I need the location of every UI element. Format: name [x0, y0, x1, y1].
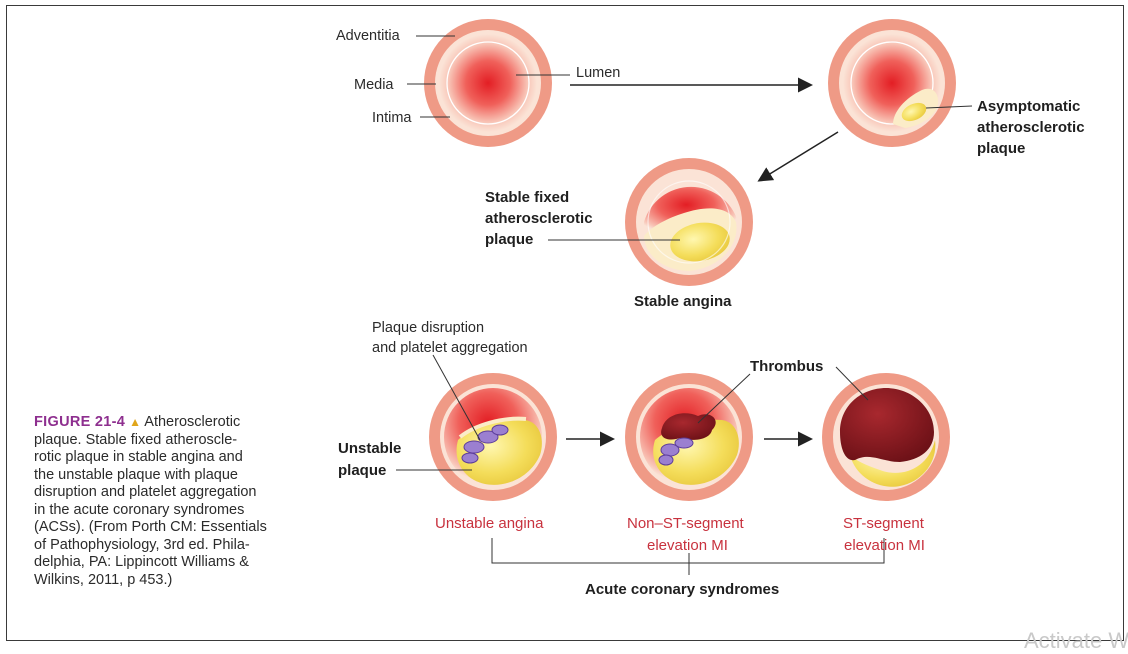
label-unstable-plaque-1: Unstable — [338, 440, 401, 457]
unstable-plaque-artery — [429, 373, 557, 501]
label-nstemi-2: elevation MI — [647, 537, 728, 554]
caption-line-1: Atherosclerotic — [144, 414, 240, 430]
caption-line-2: plaque. Stable fixed atheroscle- — [34, 432, 237, 448]
label-stable-angina: Stable angina — [634, 293, 732, 310]
label-stemi-2: elevation MI — [844, 537, 925, 554]
label-stemi-1: ST-segment — [843, 515, 925, 532]
caption-line-7: (ACSs). (From Porth CM: Essentials — [34, 519, 267, 535]
caption-marker-icon: ▲ — [129, 415, 141, 429]
figure-number: FIGURE 21-4 — [34, 414, 125, 430]
label-disruption-2: and platelet aggregation — [372, 340, 528, 356]
caption-line-5: disruption and platelet aggregation — [34, 484, 257, 500]
caption-line-9: delphia, PA: Lippincott Williams & — [34, 554, 249, 570]
label-adventitia: Adventitia — [336, 28, 401, 44]
label-asymptomatic-2: atherosclerotic — [977, 119, 1085, 136]
label-unstable-angina: Unstable angina — [435, 515, 544, 532]
arrow-asymptomatic-to-stable — [760, 132, 838, 180]
label-thrombus: Thrombus — [750, 358, 823, 375]
asymptomatic-plaque-artery — [828, 19, 956, 147]
label-disruption-1: Plaque disruption — [372, 320, 484, 336]
caption-line-4: the unstable plaque with plaque — [34, 467, 238, 483]
activation-watermark: Activate W — [1024, 628, 1128, 654]
label-asymptomatic-1: Asymptomatic — [977, 98, 1080, 115]
label-acs: Acute coronary syndromes — [585, 581, 779, 598]
label-asymptomatic-3: plaque — [977, 140, 1025, 157]
stemi-artery — [822, 373, 950, 501]
label-stable-fixed-1: Stable fixed — [485, 189, 569, 206]
label-lumen: Lumen — [576, 65, 620, 81]
caption-line-6: in the acute coronary syndromes — [34, 502, 244, 518]
normal-artery — [424, 19, 552, 147]
caption-line-8: of Pathophysiology, 3rd ed. Phila- — [34, 537, 250, 553]
caption-line-3: rotic plaque in stable angina and — [34, 449, 243, 465]
label-media: Media — [354, 77, 394, 93]
caption-line-10: Wilkins, 2011, p 453.) — [34, 572, 172, 588]
nstemi-artery — [625, 373, 753, 501]
label-stable-fixed-3: plaque — [485, 231, 533, 248]
label-intima: Intima — [372, 110, 412, 126]
label-unstable-plaque-2: plaque — [338, 462, 386, 479]
label-nstemi-1: Non–ST-segment — [627, 515, 745, 532]
figure-caption: FIGURE 21-4 ▲ Atherosclerotic plaque. St… — [34, 414, 302, 589]
label-stable-fixed-2: atherosclerotic — [485, 210, 593, 227]
stable-plaque-artery — [625, 158, 753, 286]
